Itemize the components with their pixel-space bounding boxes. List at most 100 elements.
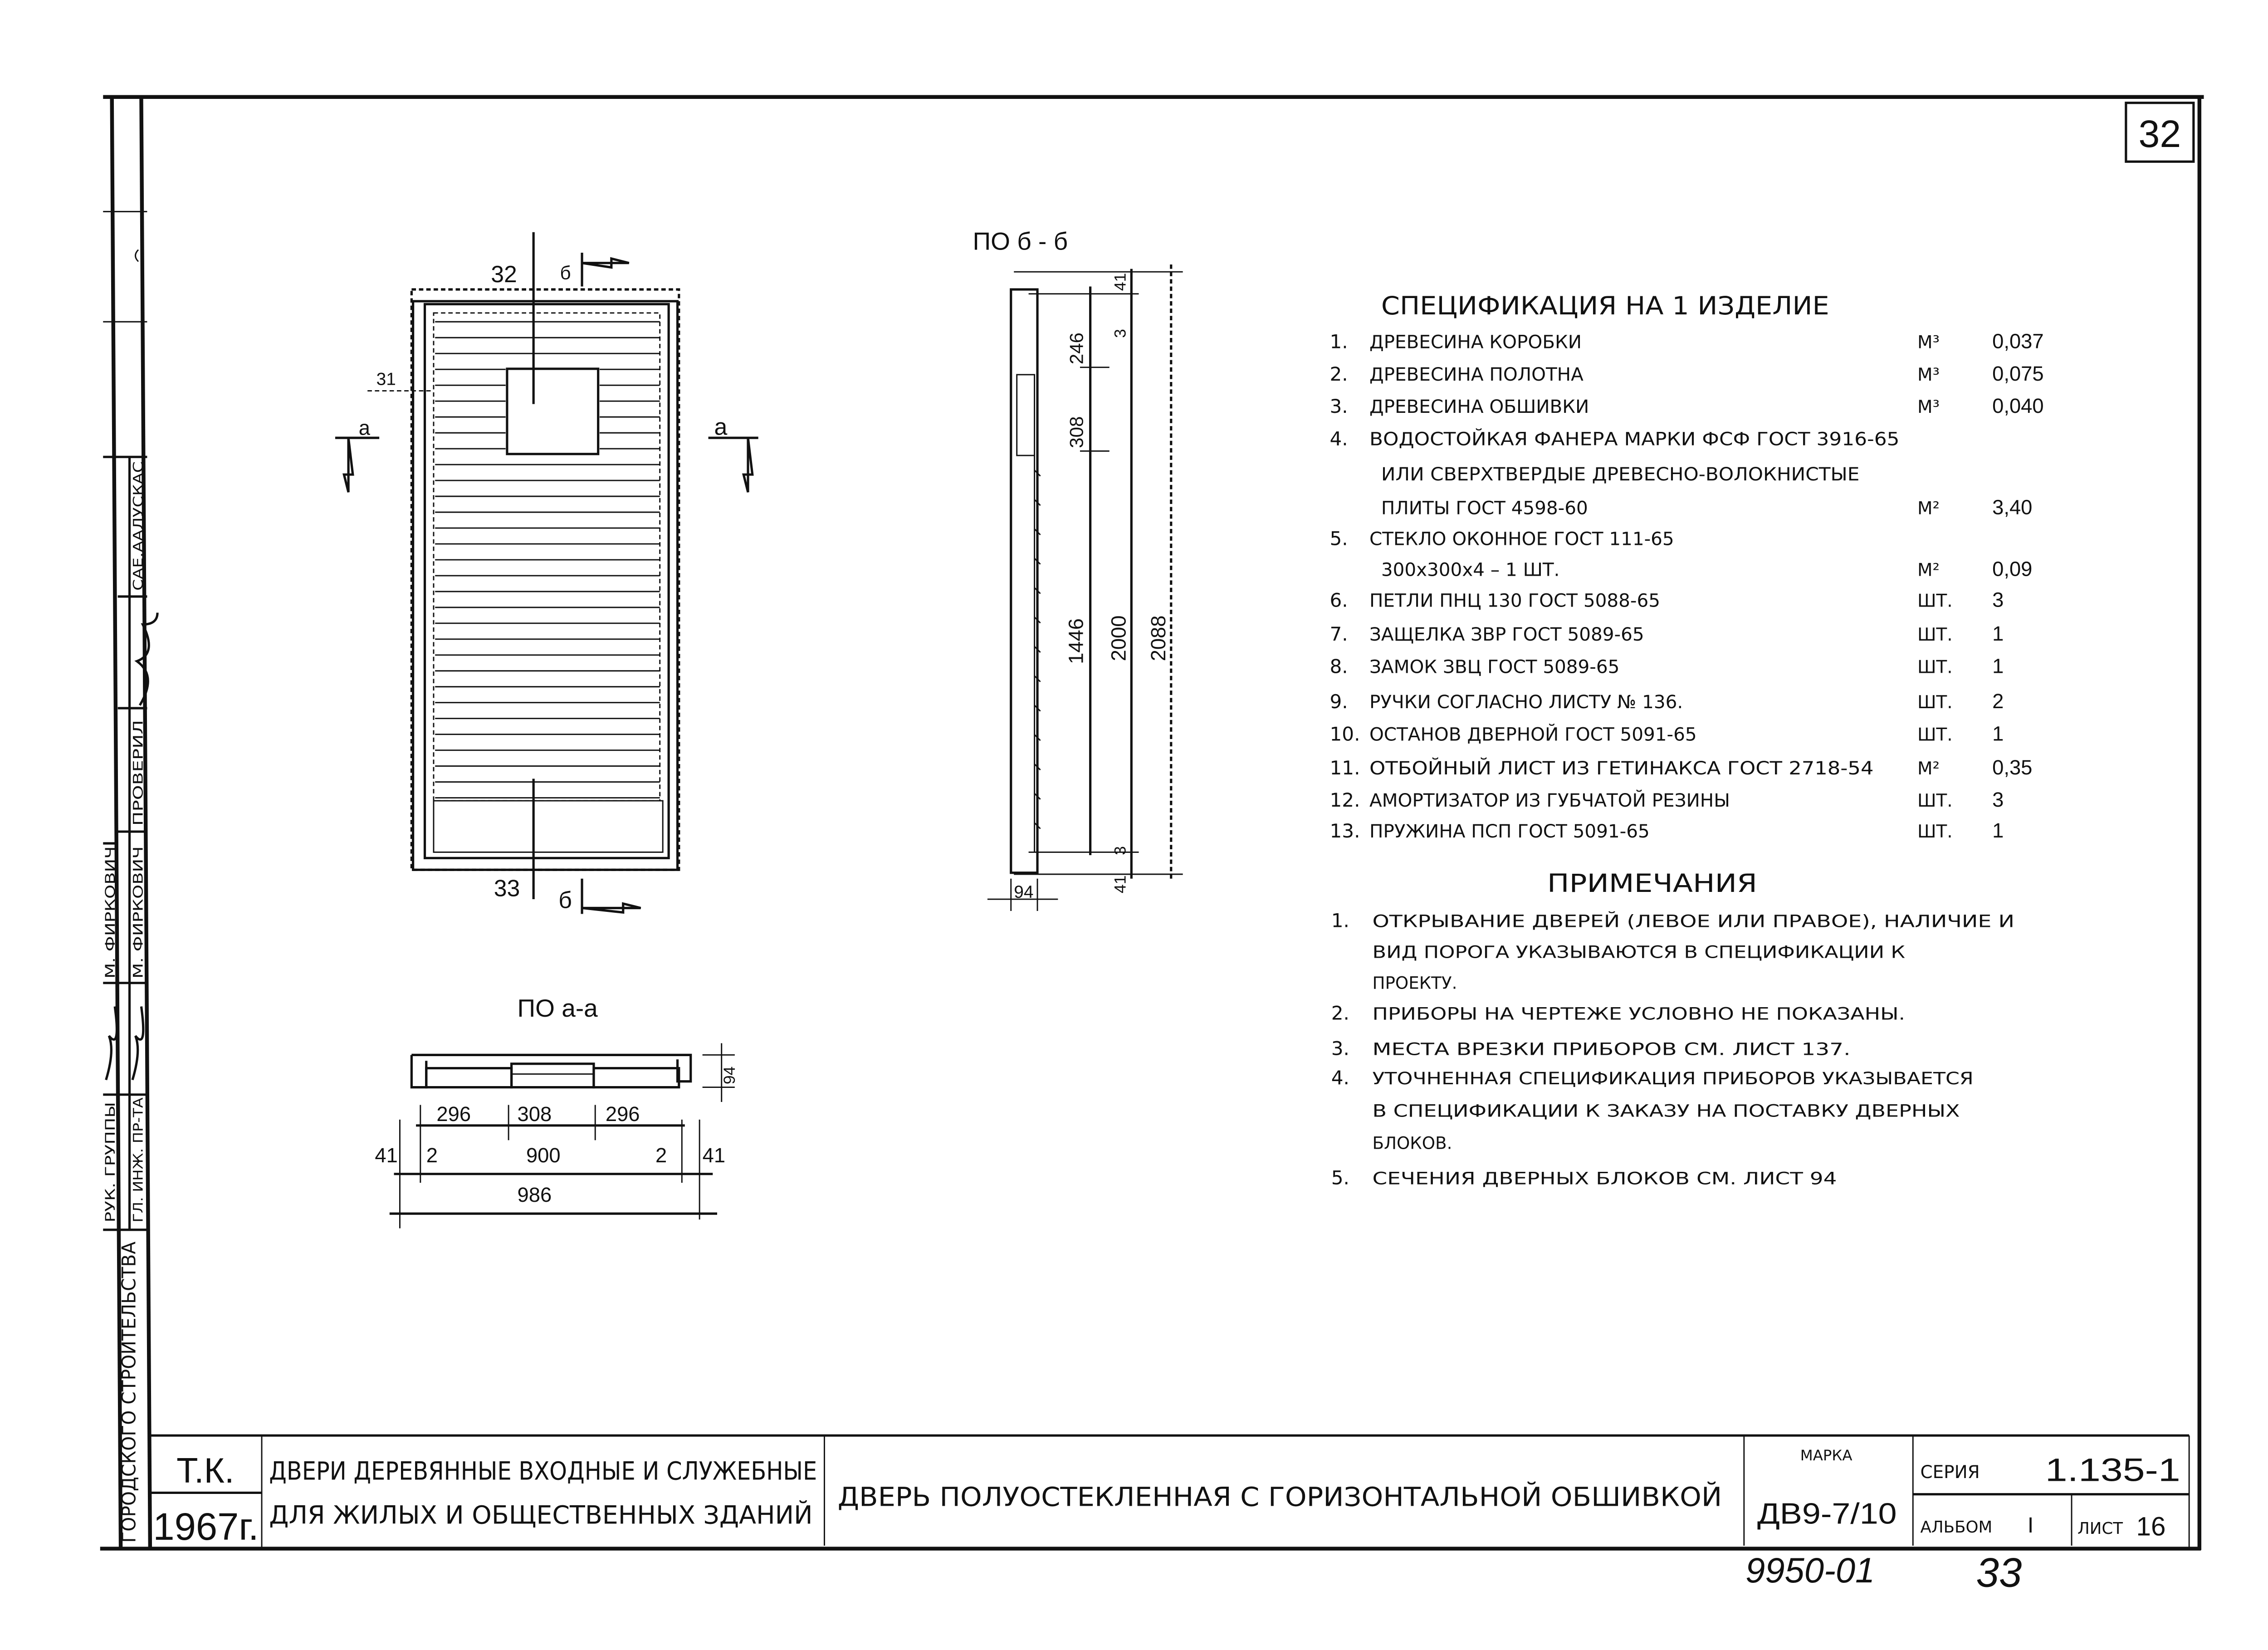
note-text: СЕЧЕНИЯ ДВЕРНЫХ БЛОКОВ СМ. ЛИСТ 94 [1372,1168,1837,1188]
spec-row: 9.РУЧКИ СОГЛАСНО ЛИСТУ № 136.ШТ.2 [1330,690,2004,713]
spec-row-value: 1 [1992,654,2004,677]
note-number: 1. [1331,910,1349,932]
spec-row-unit: ШТ. [1917,625,1953,645]
note-number: 2. [1331,1002,1349,1024]
dim-296-right: 296 [606,1102,640,1126]
spec-row-value: 1 [1992,722,2004,745]
dim-308-mid: 308 [518,1102,552,1126]
spec-row-number: 2. [1330,363,1348,385]
spec-row-number: 6. [1330,589,1348,612]
spec-row-unit: М³ [1917,333,1940,353]
checked-role: ПРОВЕРИЛ [131,720,146,826]
spec-row-number: 4. [1330,427,1348,450]
spec-row-number: 1. [1330,331,1348,353]
dim-3-bottom: 3 [1111,846,1129,855]
chief-engineer-role: ГЛ. ИНЖ. ПР-ТА [131,1097,146,1222]
dim-2-left: 2 [426,1144,438,1167]
spec-row-text: АМОРТИЗАТОР ИЗ ГУБЧАТОЙ РЕЗИНЫ [1369,789,1730,811]
page-number-box: 32 [2125,102,2195,163]
spec-row-text: ДРЕВЕСИНА ПОЛОТНА [1369,363,1584,385]
svg-text:б: б [558,886,572,913]
note-text: ПРИБОРЫ НА ЧЕРТЕЖЕ УСЛОВНО НЕ ПОКАЗАНЫ. [1372,1004,1905,1024]
spec-row: 1. ДРЕВЕСИНА КОРОБКИ М³ 0,037 [1330,330,2044,353]
note-text: В СПЕЦИФИКАЦИИ К ЗАКАЗУ НА ПОСТАВКУ ДВЕР… [1372,1101,1960,1121]
dim-41-left: 41 [375,1144,397,1167]
specification-title: СПЕЦИФИКАЦИЯ НА 1 ИЗДЕЛИЕ [1381,291,1829,320]
spec-row-text: ОСТАНОВ ДВЕРНОЙ ГОСТ 5091-65 [1369,723,1697,745]
dim-308: 308 [1066,416,1087,448]
sheet-value: 16 [2136,1512,2166,1541]
spec-row-number: 3. [1330,395,1348,417]
dim-3-top: 3 [1111,329,1129,338]
spec-row-text: ВОДОСТОЙКАЯ ФАНЕРА МАРКИ ФСФ ГОСТ 3916-6… [1369,428,1900,450]
spec-row-value: 1 [1992,819,2004,842]
callout-32: 32 [491,261,517,287]
dim-1446: 1446 [1064,618,1087,664]
spec-row-unit: ШТ. [1917,591,1953,612]
callout-33: 33 [494,875,520,901]
spec-row-unit: М² [1917,560,1940,581]
note-text: ВИД ПОРОГА УКАЗЫВАЮТСЯ В СПЕЦИФИКАЦИИ К [1372,942,1905,962]
spec-row: ИЛИ СВЕРХТВЕРДЫЕ ДРЕВЕСНО-ВОЛОКНИСТЫЕ [1381,463,1860,485]
dim-94-plan: 94 [720,1067,738,1085]
spec-row-value: 0,075 [1992,362,2043,385]
mark-label: МАРКА [1800,1447,1853,1464]
note-text: УТОЧНЕННАЯ СПЕЦИФИКАЦИЯ ПРИБОРОВ УКАЗЫВА… [1372,1068,1973,1088]
note-text: МЕСТА ВРЕЗКИ ПРИБОРОВ СМ. ЛИСТ 137. [1372,1039,1850,1059]
organization-label: ГОРОДСКОГО СТРОИТЕЛЬСТВА [118,1241,140,1542]
spec-row-number: 8. [1330,655,1348,677]
horizontal-sheathing-boards [435,321,660,799]
spec-row-unit: ШТ. [1917,791,1953,811]
series-label: СЕРИЯ [1920,1462,1980,1483]
sheet-title: ДВЕРЬ ПОЛУОСТЕКЛЕННАЯ С ГОРИЗОНТАЛЬНОЙ О… [838,1481,1722,1513]
spec-row-unit: М³ [1917,365,1940,385]
page-number: 32 [2139,113,2181,155]
spec-row-unit: М² [1917,759,1940,779]
front-elevation: 32 33 31 б б а а [335,232,758,914]
notes: ПРИМЕЧАНИЯ 1.ОТКРЫВАНИЕ ДВЕРЕЙ (ЛЕВОЕ ИЛ… [1331,869,2014,1189]
section-a-a: ПО а-а 94 296 308 296 41 2 900 2 41 986 [375,994,738,1229]
svg-text:а: а [359,416,371,440]
dim-2-right: 2 [655,1144,667,1167]
note-line: 3. МЕСТА ВРЕЗКИ ПРИБОРОВ СМ. ЛИСТ 137. [1331,1037,1851,1059]
note-text: ПРОЕКТУ. [1372,973,1457,993]
dim-2000: 2000 [1107,616,1130,661]
spec-row-text: 300х300х4 – 1 ШТ. [1381,559,1560,581]
spec-row-value: 0,037 [1992,330,2043,353]
svg-text:б: б [560,262,571,283]
series-title-line2: ДЛЯ ЖИЛЫХ И ОБЩЕСТВЕННЫХ ЗДАНИЙ [269,1500,812,1529]
spec-row-number: 9. [1330,690,1348,713]
spec-row-value: 0,09 [1992,558,2032,581]
dim-41-right: 41 [703,1144,725,1167]
group-lead-role: РУК. ГРУППЫ [103,1102,118,1223]
org-short: Т.К. [176,1451,234,1490]
dim-94-side: 94 [1014,882,1033,902]
spec-row-value: 3 [1992,788,2004,811]
note-text: ОТКРЫВАНИЕ ДВЕРЕЙ (ЛЕВОЕ ИЛИ ПРАВОЕ), НА… [1372,911,2014,931]
spec-row-number: 5. [1330,528,1348,550]
left-stamp-strip: ГОРОДСКОГО СТРОИТЕЛЬСТВА РУК. ГРУППЫ ГЛ.… [103,211,159,1543]
note-number: 3. [1331,1037,1349,1059]
album-value: I [2028,1513,2033,1537]
section-marker-b-bottom: б [558,878,641,914]
spec-row-text: ДРЕВЕСИНА КОРОБКИ [1369,331,1582,353]
section-marker-a-left: а [335,416,380,493]
spec-row: 300х300х4 – 1 ШТ. М² 0,09 [1381,558,2033,581]
archive-page-text: 33 [1976,1550,2022,1596]
note-line: БЛОКОВ. [1372,1133,1452,1153]
signature-2 [134,612,159,706]
spec-row-text: ПЛИТЫ ГОСТ 4598-60 [1381,497,1588,519]
spec-row-number: 13. [1330,820,1360,842]
sheet-label: ЛИСТ [2077,1519,2123,1538]
note-text: БЛОКОВ. [1372,1133,1452,1153]
callout-31: 31 [376,370,396,389]
spec-row-text: ОТБОЙНЫЙ ЛИСТ ИЗ ГЕТИНАКСА ГОСТ 2718-54 [1369,757,1874,779]
glazed-window [506,367,600,455]
dim-900: 900 [526,1144,561,1167]
spec-row-text: ЗАМОК ЗВЦ ГОСТ 5089-65 [1369,656,1619,677]
circle-mark [135,249,139,262]
signature-1 [105,1006,145,1081]
